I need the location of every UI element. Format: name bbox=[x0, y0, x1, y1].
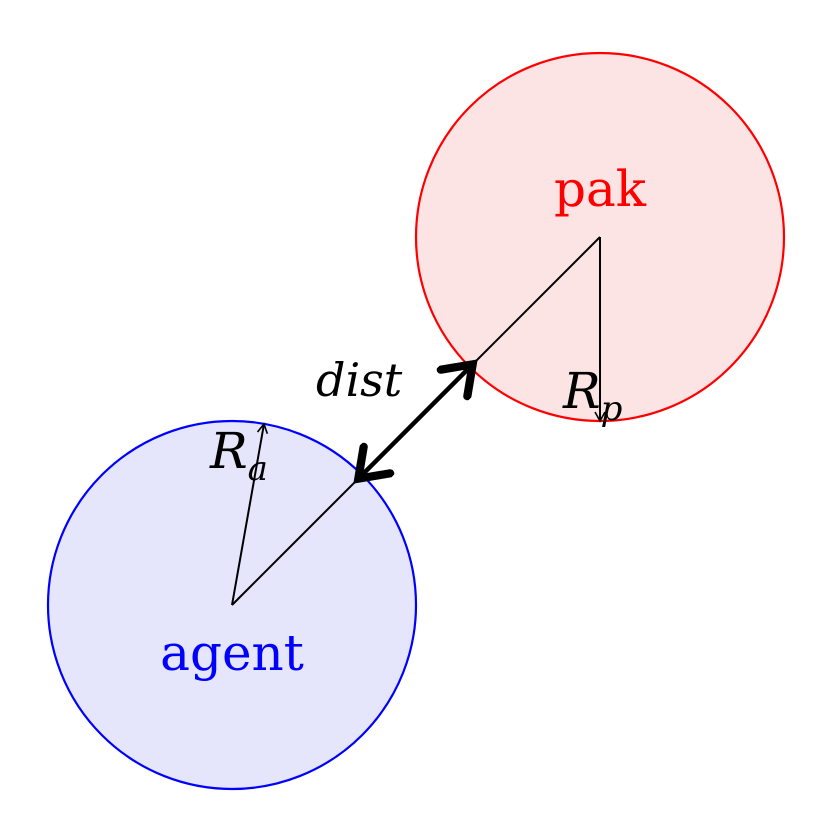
pak-radius-label: Rp bbox=[562, 362, 622, 429]
dist-label: dist bbox=[316, 353, 403, 407]
agent-radius-symbol: R bbox=[209, 422, 248, 480]
agent-label: agent bbox=[160, 624, 304, 682]
agent-radius-subscript: a bbox=[248, 449, 268, 489]
agent-radius-arrow bbox=[231, 422, 269, 606]
pak-radius-symbol: R bbox=[562, 362, 601, 420]
agent-radius-label: Ra bbox=[209, 422, 268, 489]
dist-arrow bbox=[361, 367, 470, 476]
pak-label: pak bbox=[554, 160, 647, 218]
pak-radius-subscript: p bbox=[601, 389, 623, 429]
